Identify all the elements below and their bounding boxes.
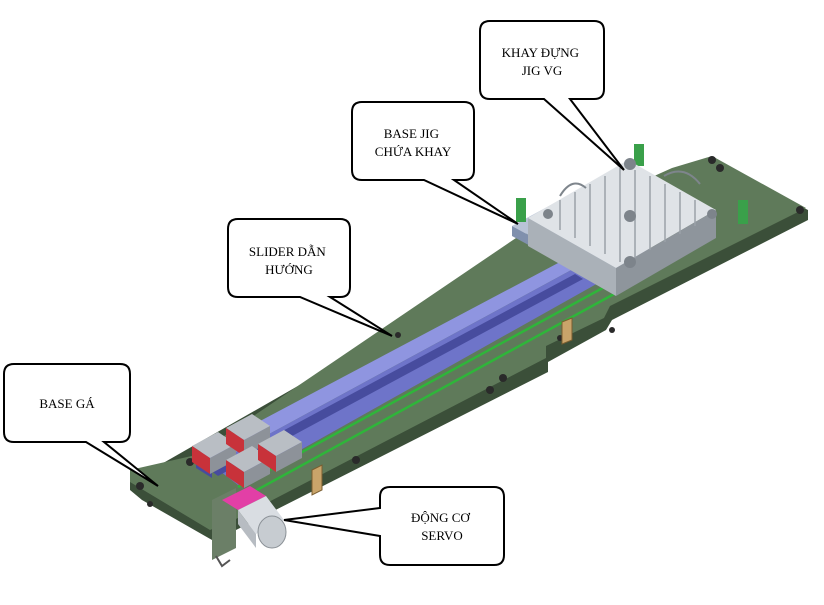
label-slider: SLIDER DẪN HƯỚNG bbox=[249, 244, 329, 277]
motor-cable bbox=[215, 555, 231, 568]
callout-base-ga bbox=[3, 363, 159, 487]
tray bbox=[528, 158, 717, 296]
tray-front bbox=[528, 218, 616, 296]
slider-rail-top bbox=[196, 262, 575, 465]
callout-base-jig bbox=[351, 101, 519, 225]
label-khay: KHAY ĐỰNG JIG VG bbox=[502, 45, 583, 78]
slider-block-4 bbox=[258, 430, 302, 472]
tray-handle-right bbox=[663, 170, 701, 185]
label-base-jig: BASE JIG CHỨA KHAY bbox=[375, 126, 452, 159]
tray-knobs bbox=[543, 158, 717, 268]
tray-top bbox=[528, 160, 716, 268]
slider-rail-dark bbox=[210, 274, 583, 476]
tray-handle-left bbox=[559, 182, 587, 197]
plate-bolts bbox=[136, 156, 804, 507]
slider-rail-side bbox=[212, 268, 600, 485]
callout-motor bbox=[283, 486, 505, 566]
jig-bracket-top bbox=[634, 144, 644, 166]
jig-bracket-left bbox=[516, 198, 526, 222]
label-motor: ĐỘNG CƠ SERVO bbox=[411, 510, 473, 543]
motor-mount bbox=[212, 488, 236, 560]
servo-motor bbox=[212, 486, 287, 568]
tray-right bbox=[616, 210, 716, 296]
motor-body-side bbox=[238, 510, 256, 548]
motor-flange bbox=[222, 486, 266, 510]
tray-pins bbox=[559, 168, 696, 262]
motor-end-cap bbox=[257, 515, 287, 549]
jig-bracket-right bbox=[738, 200, 748, 224]
slider-rail bbox=[196, 262, 600, 485]
callout-slider bbox=[227, 218, 393, 337]
plate-brackets bbox=[311, 317, 573, 496]
slider-block-1 bbox=[192, 432, 236, 474]
callout-khay bbox=[479, 20, 625, 171]
label-base-ga: BASE GÁ bbox=[39, 396, 95, 411]
callouts bbox=[3, 20, 625, 566]
slider-blocks bbox=[192, 414, 302, 488]
callout-labels: BASE GÁ SLIDER DẪN HƯỚNG BASE JIG CHỨA K… bbox=[39, 45, 583, 543]
